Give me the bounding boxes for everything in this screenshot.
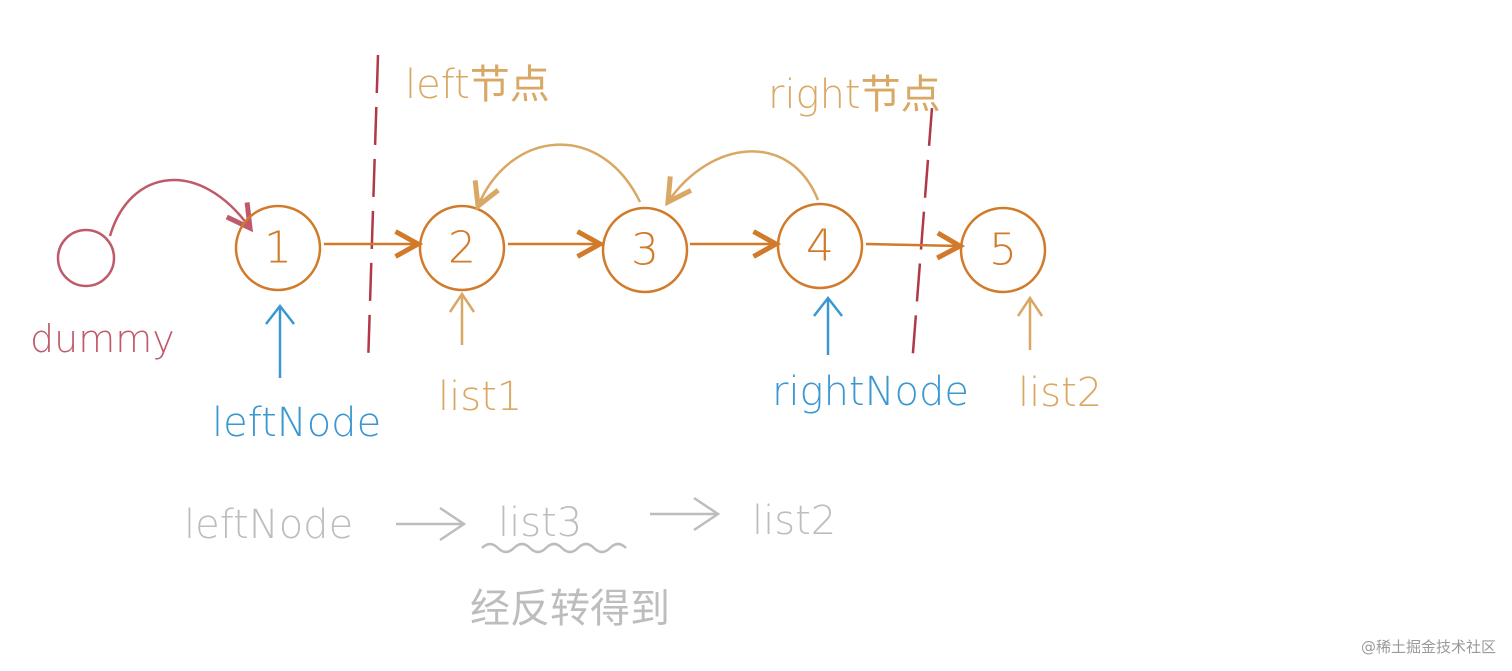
node-5: 5 (959, 206, 1047, 294)
right-divider (910, 107, 934, 366)
formula-right: list2 (752, 498, 836, 544)
left-section-label: left节点 (405, 62, 550, 108)
dummy-arrow (108, 178, 250, 237)
dummy-node (56, 228, 116, 288)
left-divider (366, 54, 380, 366)
reverse-arrow-3-2 (478, 143, 642, 206)
right-node-label: rightNode (772, 369, 969, 415)
node-3-value: 3 (631, 225, 659, 276)
right-section-label: right节点 (768, 72, 941, 118)
list1-label: list1 (438, 374, 522, 420)
node-3: 3 (601, 206, 689, 294)
node-2-value: 2 (448, 223, 476, 274)
list1-pointer (448, 291, 476, 345)
node-1: 1 (234, 204, 322, 292)
formula-left: leftNode (184, 502, 353, 548)
node-4: 4 (776, 202, 864, 290)
formula-arrow-1 (396, 506, 467, 542)
list2-label: list2 (1018, 370, 1102, 416)
formula-wavy-underline (481, 542, 627, 554)
formula-note: 经反转得到 (470, 586, 670, 632)
node-1-value: 1 (264, 223, 292, 274)
right-node-pointer (813, 295, 843, 355)
node-4-value: 4 (806, 221, 834, 272)
left-node-pointer (265, 303, 295, 378)
list2-pointer (1016, 295, 1044, 350)
node-2: 2 (418, 204, 506, 292)
arrow-4-5 (865, 244, 960, 246)
dummy-label: dummy (30, 317, 175, 361)
formula-arrow-2 (650, 496, 721, 532)
formula-middle: list3 (498, 500, 582, 546)
left-node-label: leftNode (212, 400, 381, 446)
reverse-arrow-4-3 (668, 150, 820, 202)
node-5-value: 5 (989, 225, 1017, 276)
watermark: @稀土掘金技术社区 (1360, 638, 1496, 656)
